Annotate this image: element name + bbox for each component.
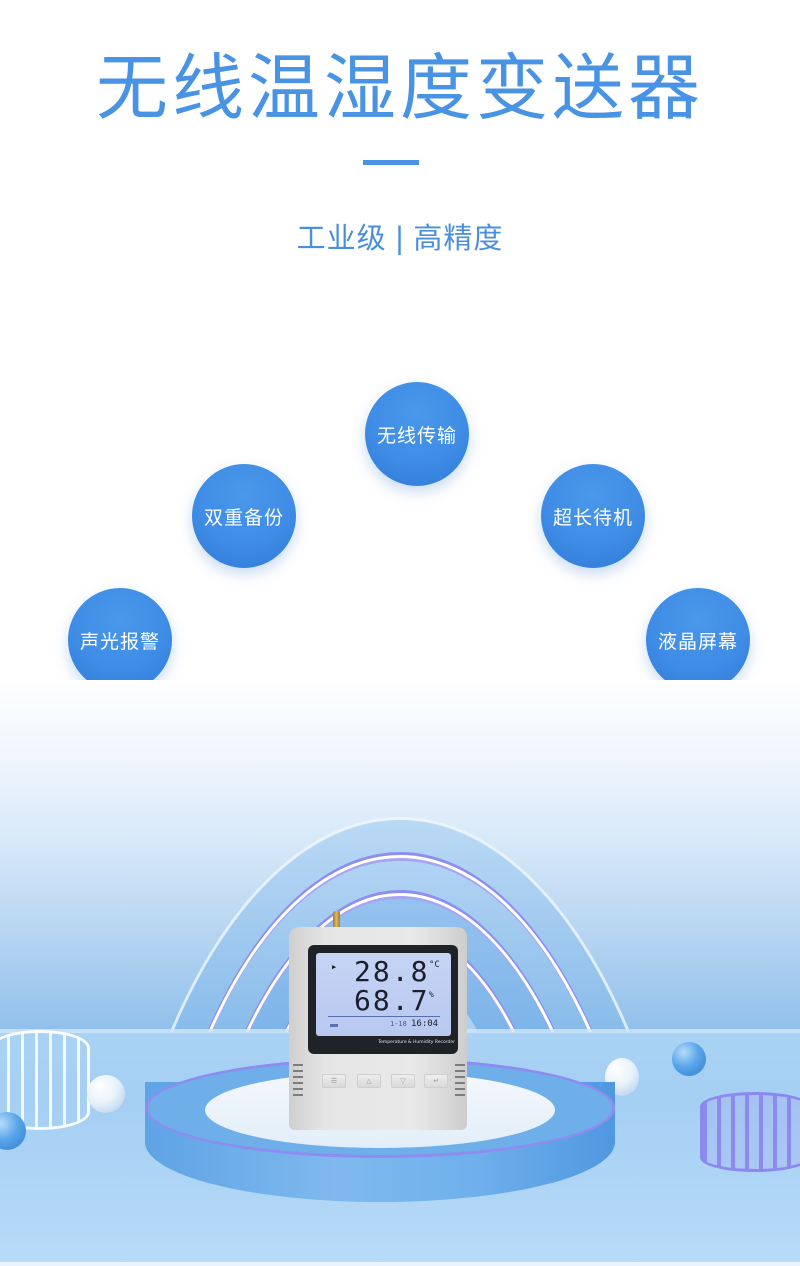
- device-menu-button: ☰: [322, 1074, 346, 1088]
- vent-slot: [293, 1088, 303, 1090]
- feature-lcd-screen: 液晶屏幕: [646, 588, 750, 692]
- feature-label: 无线传输: [376, 424, 457, 447]
- vent-slot: [455, 1088, 465, 1090]
- bottom-edge: [0, 1262, 800, 1266]
- subtitle-high-precision: 高精度: [413, 221, 504, 255]
- page-subtitle: 工业级|高精度: [0, 218, 800, 258]
- temperature-reading: 28.8: [354, 955, 430, 988]
- vent-slot: [455, 1064, 465, 1066]
- lcd-date: 1-18: [390, 1020, 407, 1028]
- battery-icon: [330, 1024, 338, 1027]
- temperature-unit: °C: [429, 960, 440, 970]
- decorative-purple-cage: [700, 1092, 800, 1172]
- feature-dual-backup: 双重备份: [192, 464, 296, 568]
- antenna-connector: [333, 911, 340, 929]
- vent-slot: [293, 1064, 303, 1066]
- vent-slot: [293, 1094, 303, 1096]
- vent-slot: [455, 1082, 465, 1084]
- humidity-unit: %: [429, 990, 434, 999]
- subtitle-separator: |: [394, 221, 406, 255]
- feature-sound-light-alarm: 声光报警: [68, 588, 172, 692]
- decorative-white-ball: [87, 1075, 125, 1113]
- subtitle-industrial-grade: 工业级: [296, 221, 387, 255]
- vent-slot: [293, 1076, 303, 1078]
- device-up-button: △: [357, 1074, 381, 1088]
- feature-label: 声光报警: [79, 630, 160, 653]
- feature-long-standby: 超长待机: [541, 464, 645, 568]
- feature-label: 液晶屏幕: [657, 630, 738, 653]
- lcd-divider: [328, 1016, 440, 1017]
- decorative-white-cage: [0, 1030, 90, 1130]
- lcd-time: 16:04: [411, 1019, 439, 1029]
- page-title: 无线温湿度变送器: [95, 46, 704, 130]
- vent-slot: [455, 1070, 465, 1072]
- feature-label: 双重备份: [203, 506, 284, 529]
- device-enter-button: ↵: [424, 1074, 448, 1088]
- vent-slot: [293, 1070, 303, 1072]
- device-model-label: Temperature & Humidity Recorder: [378, 1040, 455, 1045]
- feature-wireless-transmission: 无线传输: [365, 382, 469, 486]
- vent-slot: [455, 1094, 465, 1096]
- device-down-button: ▽: [391, 1074, 415, 1088]
- title-underline-divider: [363, 160, 419, 165]
- feature-label: 超长待机: [552, 506, 633, 529]
- play-indicator-icon: ▶: [332, 963, 337, 971]
- humidity-reading: 68.7: [354, 984, 430, 1017]
- decorative-blue-ball: [672, 1042, 706, 1076]
- vent-slot: [455, 1076, 465, 1078]
- device-lcd-display: ▶ 28.8 °C 68.7 % 1-18 16:04: [316, 953, 451, 1036]
- vent-slot: [293, 1082, 303, 1084]
- product-scene-illustration: ▶ 28.8 °C 68.7 % 1-18 16:04 Temperature …: [0, 680, 800, 1266]
